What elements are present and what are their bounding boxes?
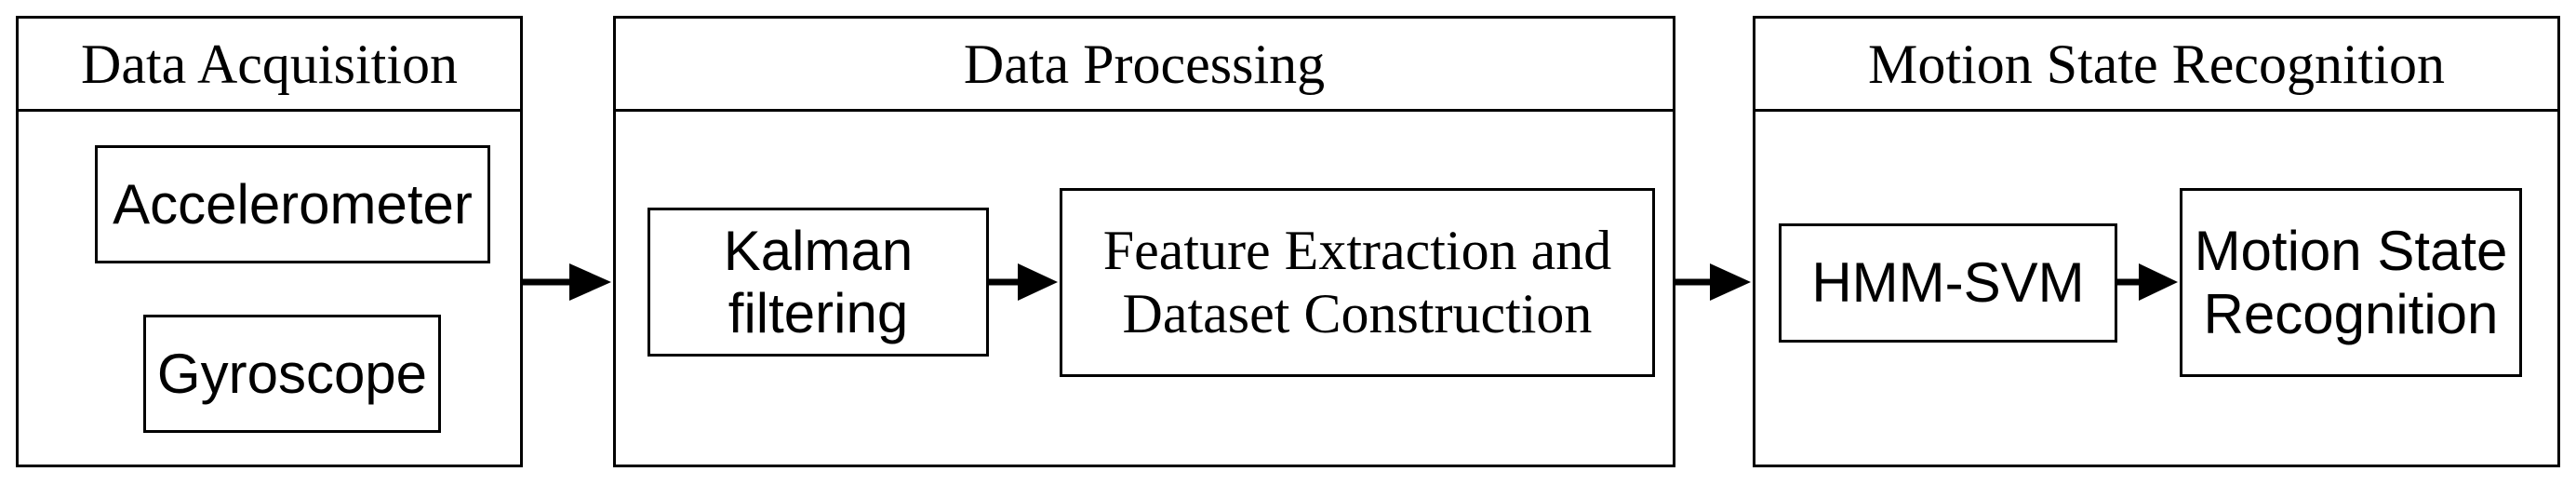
motion-state-recognition-title: Motion State Recognition	[1755, 19, 2557, 112]
data-acquisition-title: Data Acquisition	[19, 19, 520, 112]
motion-state-box: Motion State Recognition	[2180, 188, 2522, 377]
feature-extraction-box: Feature Extraction and Dataset Construct…	[1060, 188, 1655, 377]
kalman-filtering-box: Kalman filtering	[647, 208, 989, 357]
hmm-svm-box: HMM-SVM	[1779, 223, 2117, 343]
arrowhead-processing-to-recognition	[1710, 263, 1751, 301]
accelerometer-box: Accelerometer	[95, 145, 490, 263]
data-processing-title: Data Processing	[616, 19, 1673, 112]
gyroscope-box: Gyroscope	[143, 315, 441, 433]
arrowhead-acquisition-to-processing	[569, 263, 611, 301]
